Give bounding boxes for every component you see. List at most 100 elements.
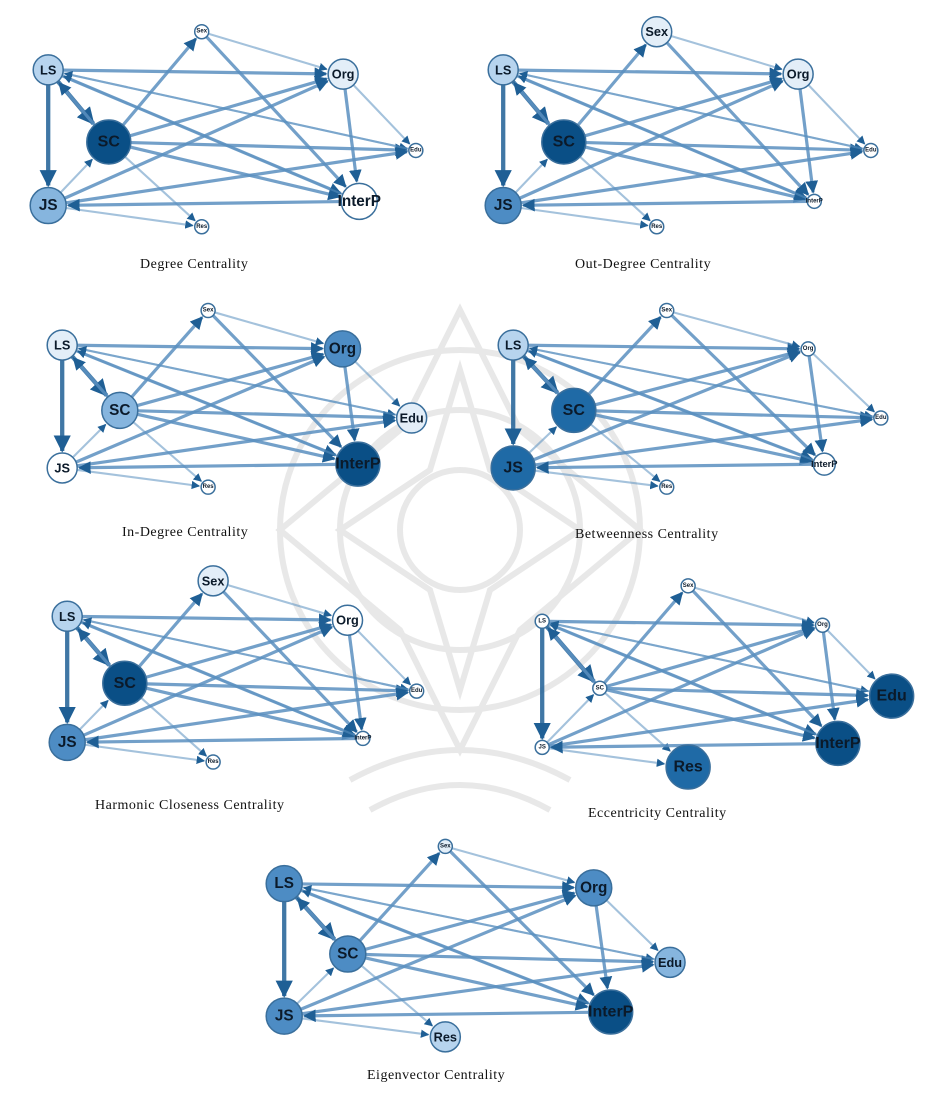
edge-sc-sex <box>121 37 198 127</box>
node-circle <box>592 680 608 697</box>
node-label: Res <box>661 484 673 490</box>
node-edu: Edu <box>408 142 424 159</box>
edge-edu-ls <box>78 345 398 417</box>
node-circle <box>640 15 673 48</box>
node-edu: Edu <box>863 142 879 159</box>
node-interp: InterP <box>811 452 838 476</box>
node-label: Res <box>208 759 220 765</box>
node-label: SC <box>114 675 137 692</box>
node-label: Edu <box>400 411 424 426</box>
node-circle <box>86 119 132 165</box>
node-label: LS <box>59 609 75 624</box>
node-edu: Edu <box>868 673 915 719</box>
node-circle <box>200 302 216 319</box>
node-label: Sex <box>683 583 694 589</box>
node-label: Sex <box>203 308 214 314</box>
edge-sc-sex <box>130 316 204 398</box>
node-ls: LS <box>51 600 83 633</box>
node-label: InterP <box>335 456 381 473</box>
node-org: Org <box>814 617 831 633</box>
edge-sc-sex <box>587 316 662 396</box>
edge-js-res <box>76 468 201 490</box>
edge-sc-org <box>129 75 329 138</box>
node-label: JS <box>494 197 513 214</box>
edge-sex-org <box>208 32 328 72</box>
node-res: Res <box>205 754 221 770</box>
node-circle <box>48 723 86 762</box>
edge-js-sc <box>528 426 558 454</box>
node-label: InterP <box>354 735 371 741</box>
edge-edu-ls <box>550 620 871 693</box>
node-circle <box>323 330 362 368</box>
node-label: LS <box>274 875 294 892</box>
node-js: JS <box>484 186 522 225</box>
node-edu: Edu <box>395 402 428 434</box>
node-label: Edu <box>658 955 682 970</box>
edge-sc-org <box>145 621 333 679</box>
edge-js-res <box>301 1017 430 1038</box>
node-circle <box>193 219 210 235</box>
edge-js-edu <box>65 147 409 205</box>
edge-org-interp <box>798 88 819 194</box>
edge-sex-org <box>673 311 801 349</box>
edge-js-edu <box>76 415 397 468</box>
node-sex: Sex <box>200 302 216 319</box>
node-circle <box>331 604 364 636</box>
node-org: Org <box>574 869 613 907</box>
node-org: Org <box>782 58 814 90</box>
edge-sex-interp <box>205 35 347 188</box>
node-circle <box>541 119 587 165</box>
panel-caption: Harmonic Closeness Centrality <box>95 798 285 813</box>
edge-edu-ls <box>518 71 865 150</box>
edge-ls-org <box>63 67 328 81</box>
node-res: Res <box>200 479 216 495</box>
edge-org-edu <box>807 84 866 145</box>
node-label: InterP <box>815 735 861 752</box>
node-js: JS <box>490 445 536 491</box>
node-res: Res <box>429 1021 462 1053</box>
edge-interp-js <box>66 198 342 212</box>
node-org: Org <box>800 341 816 357</box>
edge-sc-sex <box>576 43 647 127</box>
node-circle <box>815 720 861 767</box>
node-circle <box>200 479 216 495</box>
watermark-emblem <box>275 303 645 813</box>
node-label: Edu <box>875 415 887 421</box>
edge-interp-ls <box>518 75 809 200</box>
node-circle <box>680 578 696 594</box>
edge-js-org <box>63 79 329 200</box>
panel-caption: Eigenvector Centrality <box>367 1068 506 1083</box>
edge-sc-edu <box>146 682 409 697</box>
node-label: Edu <box>877 688 907 705</box>
edge-org-edu <box>826 629 876 680</box>
node-label: Sex <box>202 573 225 588</box>
node-circle <box>51 600 83 633</box>
node-circle <box>587 989 634 1035</box>
node-circle <box>429 1021 462 1053</box>
node-label: Sex <box>645 24 668 39</box>
edge-ls-org <box>528 342 801 356</box>
node-label: JS <box>39 197 58 214</box>
edge-interp-ls <box>528 349 815 462</box>
edge-ls-org <box>302 880 576 894</box>
node-label: Org <box>329 340 356 357</box>
node-sc: SC <box>592 680 608 697</box>
node-sc: SC <box>86 119 132 165</box>
node-circle <box>29 186 67 225</box>
edge-interp-ls <box>63 75 344 196</box>
node-circle <box>193 23 210 40</box>
node-circle <box>490 445 536 491</box>
node-label: SC <box>109 402 130 419</box>
edge-sc-interp <box>129 145 342 201</box>
node-circle <box>335 441 381 487</box>
edge-sc-interp <box>606 688 816 742</box>
node-ls: LS <box>32 54 64 86</box>
node-interp: InterP <box>806 193 823 210</box>
edge-org-interp <box>343 366 360 442</box>
edge-sex-org <box>670 35 783 72</box>
node-circle <box>551 387 597 434</box>
